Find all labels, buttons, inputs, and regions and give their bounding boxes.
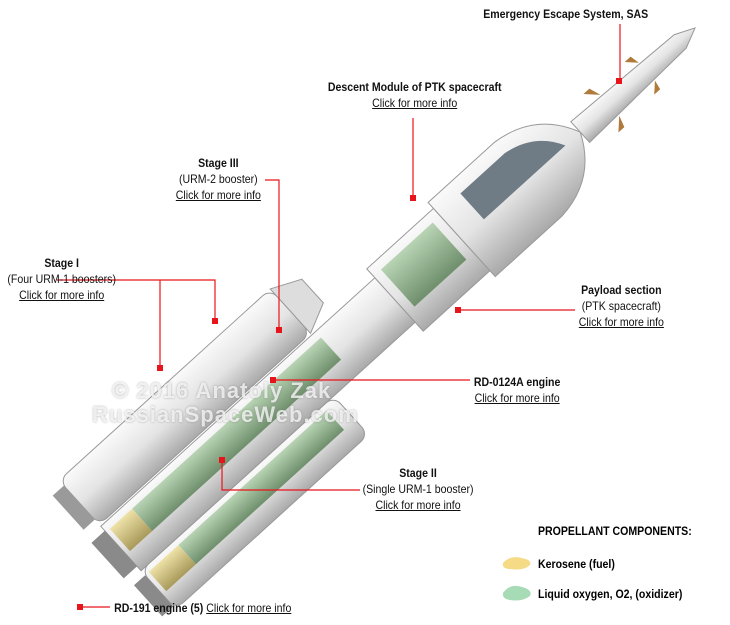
leader-lines [57, 24, 621, 608]
stage2-core [91, 277, 416, 579]
legend-lox: Liquid oxygen, O2, (oxidizer) [538, 587, 683, 601]
stage1-booster-lower [133, 399, 365, 617]
legend-title: PROPELLANT COMPONENTS: [538, 524, 692, 538]
leader-markers [77, 78, 622, 610]
payload-more-info-link[interactable]: Click for more info [578, 315, 664, 329]
rd191-title: RD-191 engine (5) [114, 601, 204, 615]
descent-more-info-link[interactable]: Click for more info [372, 96, 458, 110]
label-payload: Payload section (PTK spacecraft) Click f… [579, 282, 664, 330]
legend-kerosene: Kerosene (fuel) [538, 557, 615, 571]
descent-title: Descent Module of PTK spacecraft [327, 80, 502, 94]
lox-swatch [502, 585, 531, 601]
label-rd0124a: RD-0124A engine Click for more info [474, 374, 560, 406]
rd191-more-info-link[interactable]: Click for more info [206, 601, 292, 615]
stage1-title: Stage I [44, 256, 79, 270]
sas-tower [570, 27, 696, 144]
stage2-subtitle: (Single URM-1 booster) [362, 482, 474, 496]
label-descent-module: Descent Module of PTK spacecraft Click f… [328, 79, 502, 111]
watermark-site: RussianSpaceWeb.com [92, 402, 359, 427]
stage1-booster-upper [52, 278, 324, 530]
kerosene-swatch [502, 557, 531, 570]
sas-title: Emergency Escape System, SAS [483, 7, 649, 21]
rd0124a-more-info-link[interactable]: Click for more info [474, 391, 560, 405]
stage3 [366, 207, 491, 332]
label-stage2: Stage II (Single URM-1 booster) Click fo… [363, 465, 474, 513]
stage3-subtitle: (URM-2 booster) [179, 172, 258, 186]
payload-subtitle: (PTK spacecraft) [581, 299, 661, 313]
legend-swatches [502, 557, 531, 601]
stage1-more-info-link[interactable]: Click for more info [19, 288, 105, 302]
stage1-subtitle: (Four URM-1 boosters) [7, 272, 116, 286]
stage3-title: Stage III [198, 156, 239, 170]
label-stage3: Stage III (URM-2 booster) Click for more… [176, 155, 261, 203]
stage2-title: Stage II [399, 466, 437, 480]
label-stage1: Stage I (Four URM-1 boosters) Click for … [7, 255, 116, 303]
watermark-copyright: © 2016 Anatoly Zak [112, 378, 332, 403]
stage2-more-info-link[interactable]: Click for more info [375, 498, 461, 512]
payload-title: Payload section [581, 283, 662, 297]
label-sas: Emergency Escape System, SAS [483, 6, 648, 22]
label-rd191: RD-191 engine (5) Click for more info [114, 600, 291, 616]
stage3-more-info-link[interactable]: Click for more info [175, 188, 261, 202]
rd0124a-title: RD-0124A engine [473, 375, 561, 389]
